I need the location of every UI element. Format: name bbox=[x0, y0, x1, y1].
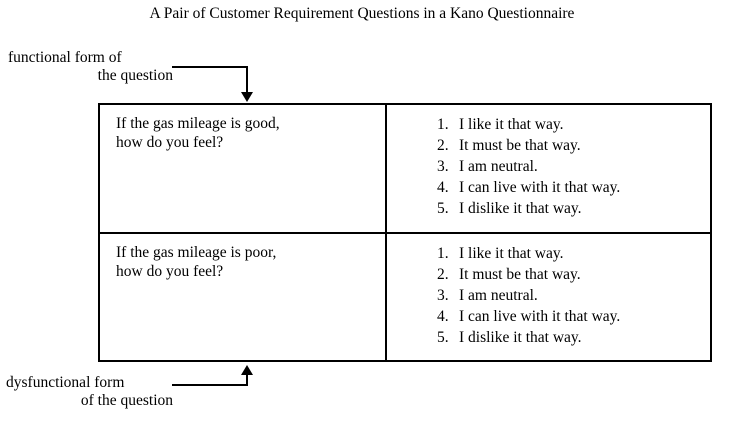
dysfunctional-form-label-line2: of the question bbox=[80, 392, 173, 409]
table-row: If the gas mileage is good, how do you f… bbox=[99, 104, 711, 233]
answer-text: I dislike it that way. bbox=[459, 200, 582, 217]
answer-number: 1. bbox=[437, 116, 449, 133]
answer-option[interactable]: 2. It must be that way. bbox=[437, 264, 700, 285]
answer-option[interactable]: 5. I dislike it that way. bbox=[437, 198, 700, 219]
answer-number: 4. bbox=[437, 179, 449, 196]
dysfunctional-form-label: dysfunctional form of the question bbox=[6, 374, 173, 410]
functional-leader-horizontal bbox=[172, 66, 248, 68]
answer-text: I am neutral. bbox=[459, 158, 538, 175]
question-cell-dysfunctional: If the gas mileage is poor, how do you f… bbox=[99, 231, 387, 361]
question-text: If the gas mileage is poor, how do you f… bbox=[116, 243, 375, 281]
answers-cell-dysfunctional: 1. I like it that way. 2. It must be that … bbox=[386, 231, 711, 361]
answer-number: 4. bbox=[437, 307, 449, 325]
answer-number: 5. bbox=[437, 200, 449, 217]
functional-form-label-line1: functional form of bbox=[8, 49, 122, 66]
answer-number: 5. bbox=[437, 328, 449, 346]
question-text-line2: how do you feel? bbox=[116, 134, 224, 151]
answer-text: I can live with it that way. bbox=[459, 179, 621, 196]
arrow-down-icon bbox=[241, 92, 253, 102]
answer-option[interactable]: 3. I am neutral. bbox=[437, 156, 700, 177]
answer-number: 2. bbox=[437, 137, 449, 154]
question-text-line1: If the gas mileage is good, bbox=[116, 115, 280, 132]
answer-option[interactable]: 4. I can live with it that way. bbox=[437, 306, 700, 327]
dysfunctional-leader-horizontal bbox=[172, 384, 248, 386]
question-text-line2: how do you feel? bbox=[116, 262, 224, 280]
table-row: If the gas mileage is poor, how do you f… bbox=[99, 231, 711, 361]
answer-option[interactable]: 4. I can live with it that way. bbox=[437, 177, 700, 198]
answer-text: I am neutral. bbox=[459, 286, 538, 304]
answer-text: I like it that way. bbox=[459, 116, 564, 133]
answer-text: It must be that way. bbox=[459, 137, 581, 154]
functional-form-label: functional form of the question bbox=[8, 49, 173, 85]
answer-number: 1. bbox=[437, 244, 449, 262]
dysfunctional-leader-vertical bbox=[246, 374, 248, 386]
arrow-up-icon bbox=[241, 365, 253, 375]
answer-text: I like it that way. bbox=[459, 244, 564, 262]
answer-option[interactable]: 3. I am neutral. bbox=[437, 285, 700, 306]
answer-text: I dislike it that way. bbox=[459, 328, 582, 346]
answer-number: 3. bbox=[437, 286, 449, 304]
answer-option[interactable]: 1. I like it that way. bbox=[437, 114, 700, 135]
answer-option[interactable]: 2. It must be that way. bbox=[437, 135, 700, 156]
answer-number: 3. bbox=[437, 158, 449, 175]
question-text: If the gas mileage is good, how do you f… bbox=[116, 114, 375, 152]
answer-list: 1. I like it that way. 2. It must be that … bbox=[387, 114, 700, 219]
answer-option[interactable]: 5. I dislike it that way. bbox=[437, 327, 700, 348]
functional-form-label-line2: the question bbox=[97, 67, 173, 84]
answer-text: It must be that way. bbox=[459, 265, 581, 283]
answers-cell-functional: 1. I like it that way. 2. It must be that … bbox=[386, 104, 711, 233]
dysfunctional-form-label-line1: dysfunctional form bbox=[6, 374, 125, 391]
answer-list: 1. I like it that way. 2. It must be that … bbox=[387, 243, 700, 348]
answer-option[interactable]: 1. I like it that way. bbox=[437, 243, 700, 264]
questionnaire-table: If the gas mileage is good, how do you f… bbox=[98, 103, 712, 362]
question-text-line1: If the gas mileage is poor, bbox=[116, 243, 277, 261]
answer-number: 2. bbox=[437, 265, 449, 283]
question-cell-functional: If the gas mileage is good, how do you f… bbox=[99, 104, 387, 233]
answer-text: I can live with it that way. bbox=[459, 307, 621, 325]
functional-leader-vertical bbox=[246, 66, 248, 94]
figure-title: A Pair of Customer Requirement Questions… bbox=[149, 5, 575, 22]
